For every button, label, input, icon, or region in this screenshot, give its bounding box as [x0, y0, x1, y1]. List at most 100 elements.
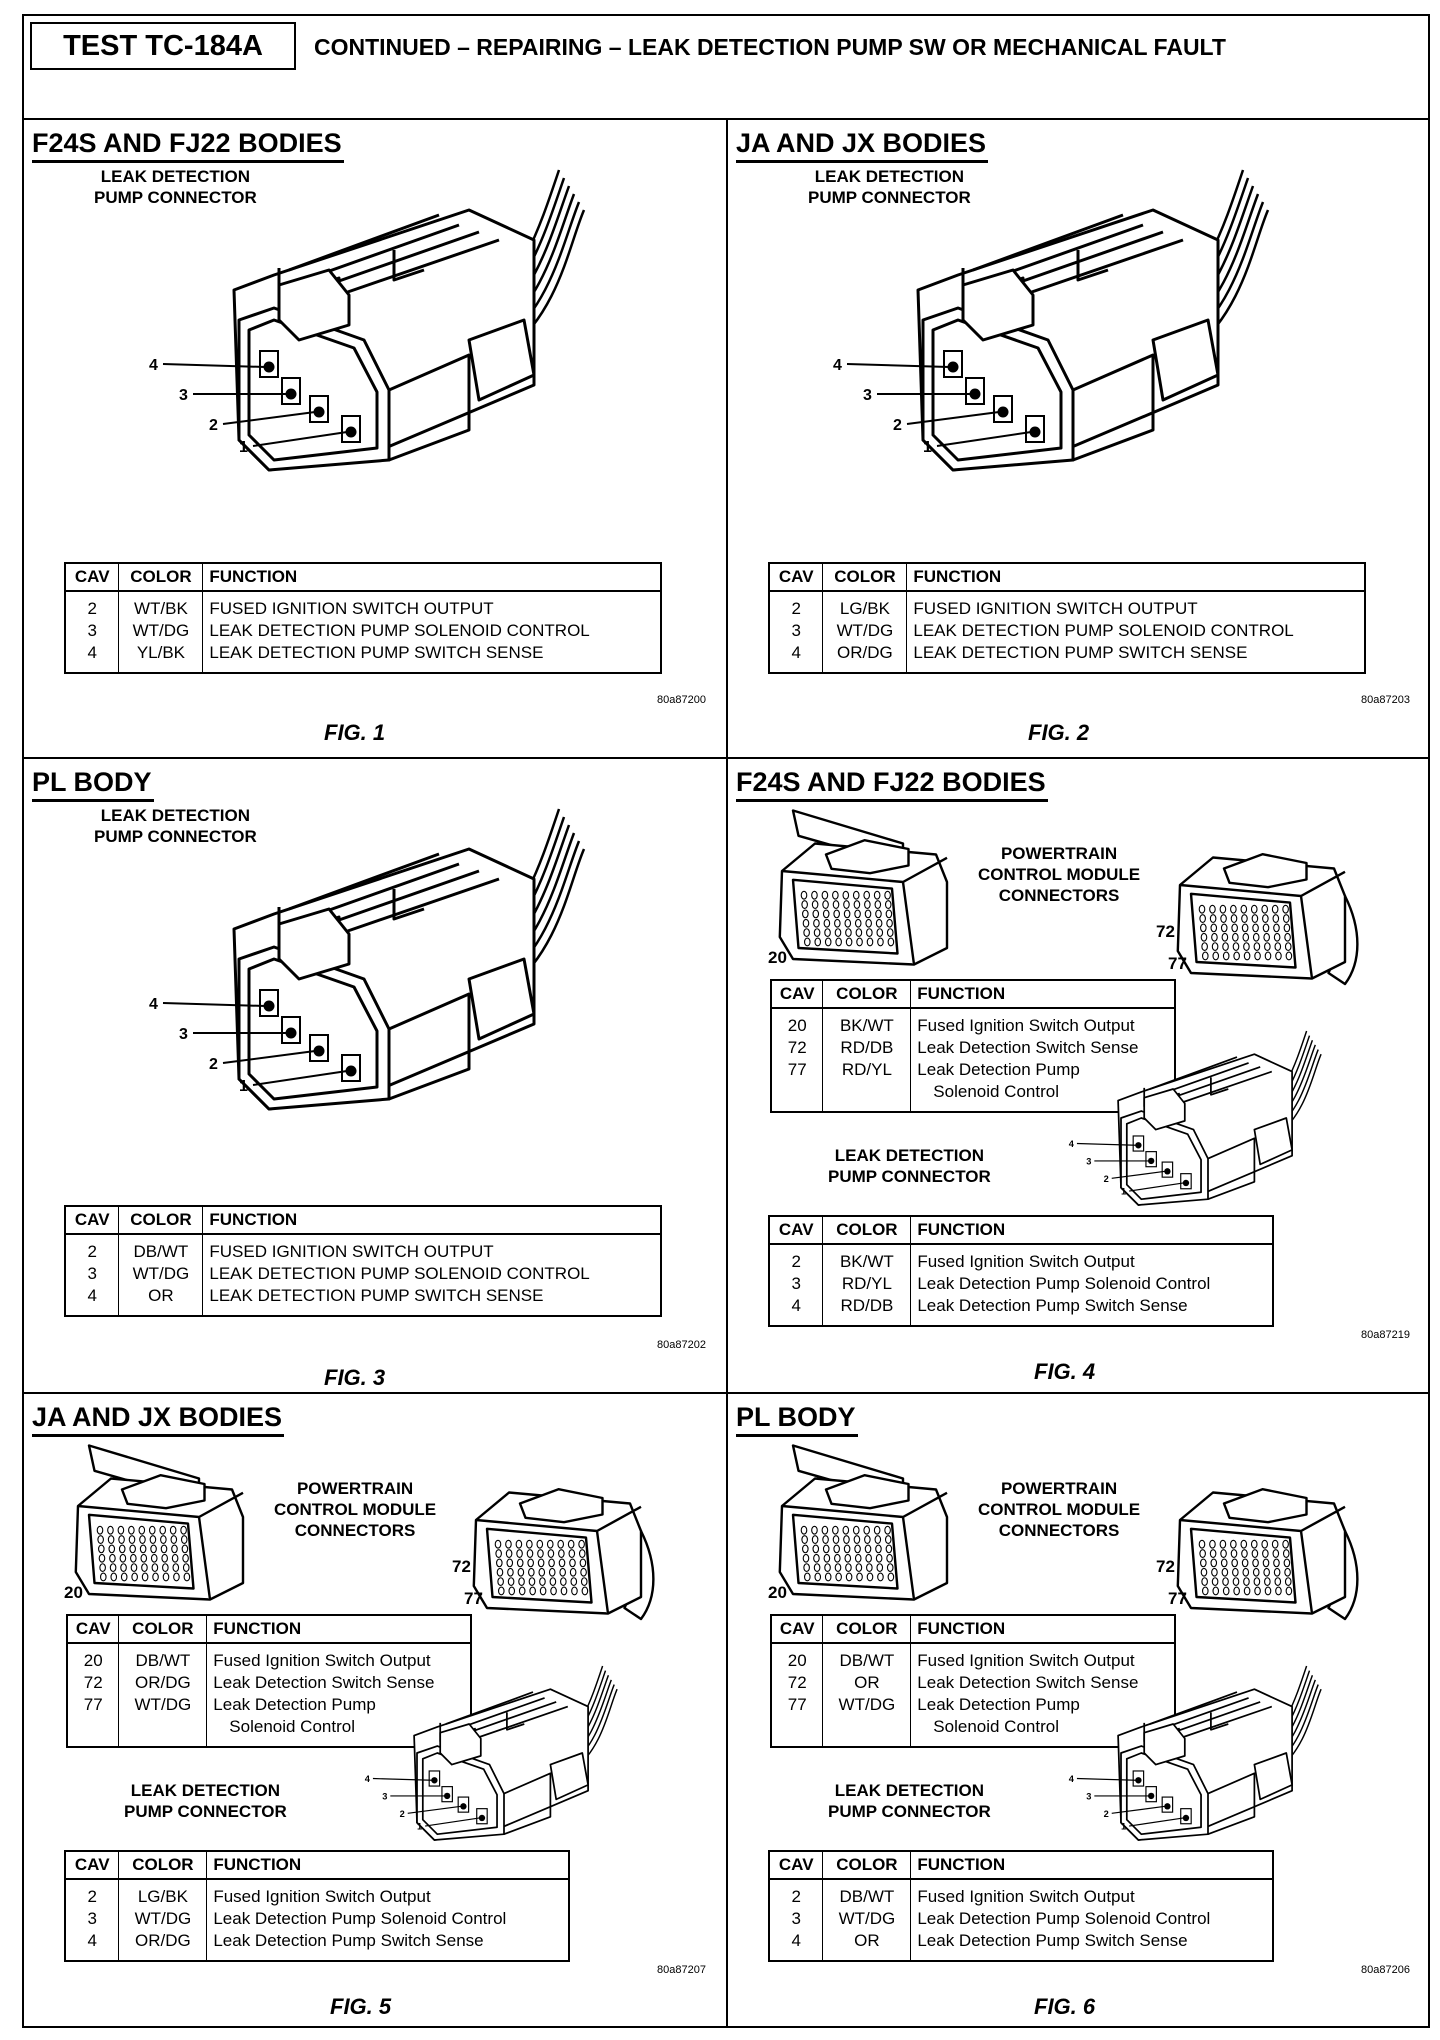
pcm-cavity	[1282, 1549, 1290, 1558]
cav-cell: 2	[64, 1879, 120, 1908]
pcm-cavity	[844, 1553, 852, 1563]
function-line: Leak Detection Switch Sense	[213, 1673, 435, 1692]
pcm-cavity	[852, 1525, 860, 1535]
cavity-pin-3	[285, 1027, 297, 1039]
cav-cell: 2	[768, 591, 824, 620]
wire-color-cell: WT/DG	[118, 1263, 204, 1285]
pcm-cavity	[569, 1567, 577, 1577]
column-header-function: FUNCTION	[910, 1215, 1274, 1245]
pcm-cavity	[1211, 1567, 1218, 1577]
column-header-function: FUNCTION	[906, 562, 1366, 592]
panel-title: JA AND JX BODIES	[736, 126, 989, 163]
pcm-cavity	[1209, 1539, 1216, 1549]
pcm-cavity	[508, 1586, 516, 1596]
pin-label: 3	[179, 1026, 188, 1043]
pcm-cavity	[1262, 923, 1270, 933]
pcm-cavity	[811, 900, 819, 909]
pcm-connector-drawing	[778, 809, 949, 966]
pcm-pin-label: 77	[1168, 954, 1187, 973]
pin-leader-line	[222, 411, 316, 425]
figure-caption: FIG. 5	[330, 1994, 392, 2019]
pcm-cavity	[1285, 1586, 1293, 1596]
pcm-cavity	[516, 1549, 523, 1558]
pcm-cavity	[180, 1535, 188, 1544]
wire-color-cell: OR	[822, 1672, 912, 1694]
pcm-connector-drawing	[778, 1444, 949, 1601]
pcm-cavity	[559, 1567, 566, 1577]
pcm-cavity	[527, 1558, 534, 1568]
pin-label: 3	[1086, 1156, 1091, 1166]
pcm-cavity	[1222, 942, 1229, 951]
pin-leader-line	[1076, 1777, 1137, 1781]
pcm-cavity	[1271, 1539, 1279, 1549]
cav-cell: 77	[66, 1694, 120, 1747]
figure-id: 80a87206	[1361, 1964, 1410, 1976]
pcm-cavity	[1243, 1586, 1251, 1596]
pcm-cavity	[1220, 1558, 1228, 1568]
pcm-cavity	[1263, 932, 1270, 942]
column-header-cav: CAV	[770, 1614, 824, 1644]
pcm-cavity	[536, 1539, 544, 1549]
pcm-cavity	[884, 1525, 891, 1535]
pin-label: 1	[417, 1822, 422, 1832]
pcm-cavity	[139, 1544, 147, 1554]
pcm-cavity	[1241, 1549, 1248, 1558]
pcm-cavity	[538, 1567, 546, 1577]
column-header-color: COLOR	[822, 1215, 912, 1245]
pcm-cavity	[1240, 904, 1248, 914]
pcm-cavity	[567, 1539, 575, 1549]
pin-leader-line	[1129, 1817, 1184, 1827]
wire-color-cell: WT/DG	[822, 620, 908, 642]
pcm-cavity	[1272, 914, 1280, 923]
pcm-cavity	[580, 1567, 587, 1577]
pin-label: 2	[209, 417, 218, 434]
pcm-cavity	[1232, 1577, 1240, 1586]
cavity-pin-2	[313, 1045, 325, 1057]
pcm-cavity	[578, 1549, 586, 1558]
pcm-cavity	[100, 1572, 107, 1582]
pcm-label-line: CONTROL MODULE	[978, 1500, 1141, 1519]
pcm-cavity	[875, 909, 882, 919]
document-sheet: TEST TC-184A CONTINUED – REPAIRING – LEA…	[22, 14, 1430, 2028]
pcm-cavity	[141, 1572, 149, 1582]
cav-cell: 72	[770, 1672, 824, 1694]
pcm-cavity	[1199, 1549, 1206, 1558]
column-header-color: COLOR	[822, 562, 908, 592]
pcm-cavity	[1200, 1567, 1208, 1577]
function-line: Fused Ignition Switch Output	[213, 1651, 431, 1670]
cavity-pin-3	[1147, 1157, 1155, 1165]
pcm-cavity	[150, 1553, 158, 1563]
pcm-cavity	[854, 1544, 861, 1554]
column-header-cav: CAV	[64, 1205, 120, 1235]
pcm-cavity	[528, 1567, 535, 1577]
function-cell: Leak Detection Pump Switch Sense	[910, 1930, 1274, 1961]
pcm-cavity	[1202, 1586, 1209, 1596]
pcm-cavity	[548, 1567, 556, 1577]
pcm-cavity	[1210, 1558, 1218, 1568]
pcm-cavity	[96, 1525, 104, 1535]
pcm-cavity	[1241, 1558, 1249, 1568]
cav-cell: 2	[64, 591, 120, 620]
column-header-cav: CAV	[768, 562, 824, 592]
pcm-cavity	[151, 1563, 159, 1572]
pcm-cavity	[1222, 1577, 1229, 1586]
pcm-cavity	[887, 937, 895, 947]
wire-color-cell: RD/DB	[822, 1037, 912, 1059]
wire-color-cell: OR/DG	[118, 1930, 208, 1961]
